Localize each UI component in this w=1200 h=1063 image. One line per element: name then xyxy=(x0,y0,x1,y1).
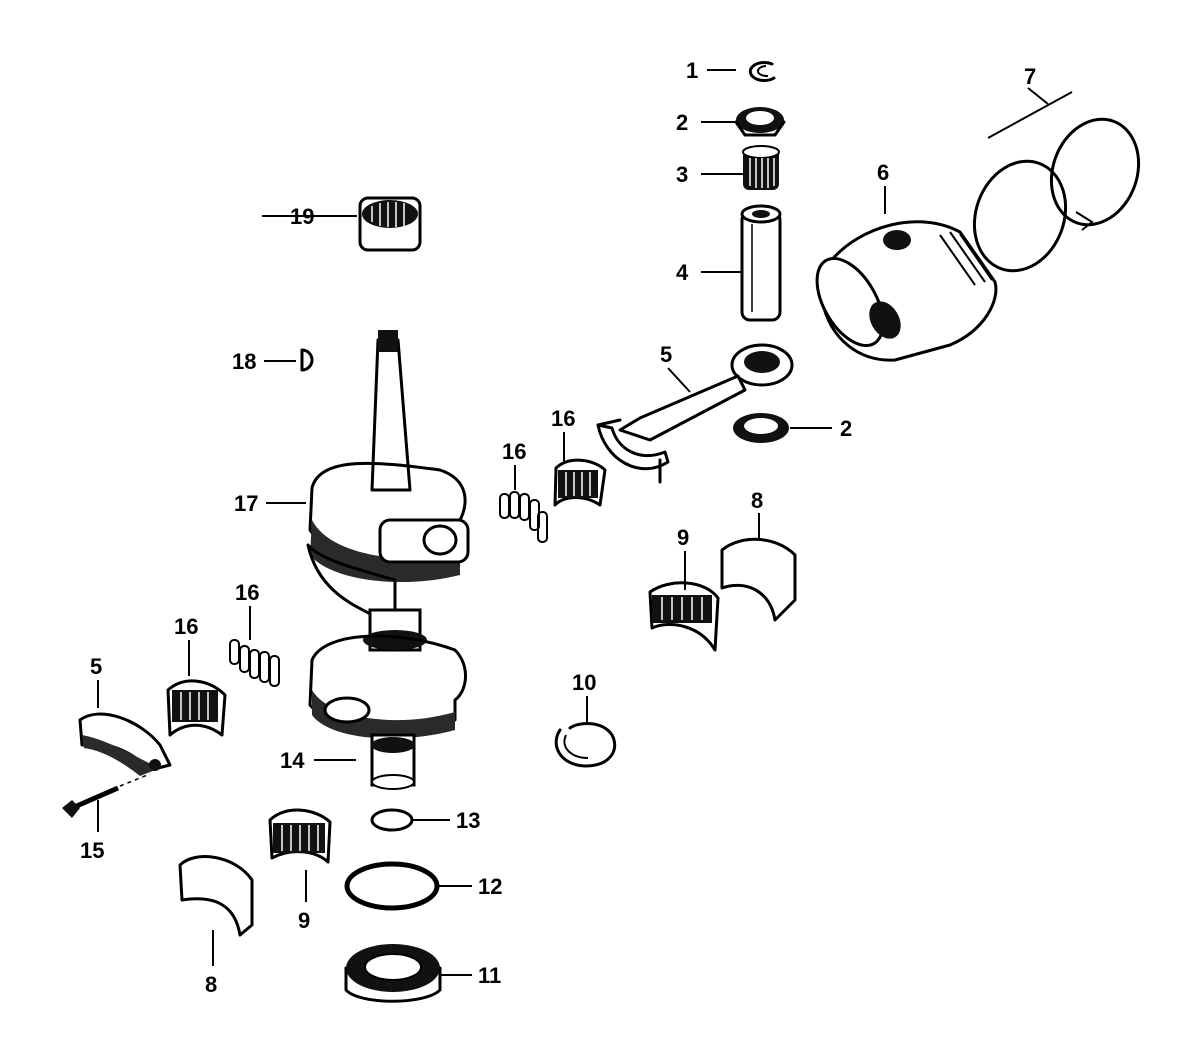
callout-16-rollers-b: 16 xyxy=(235,580,259,605)
callout-7: 7 xyxy=(1024,64,1036,89)
callout-8-lower: 8 xyxy=(205,972,217,997)
part-9-needle-cage-lower xyxy=(268,808,332,864)
callout-14: 14 xyxy=(280,748,305,773)
part-16-needle-rollers-b xyxy=(229,639,280,687)
callout-15: 15 xyxy=(80,838,104,863)
part-16-needle-rollers-a xyxy=(499,491,548,543)
part-17-crankshaft xyxy=(306,330,470,790)
callout-2-lower: 2 xyxy=(840,416,852,441)
part-6-piston xyxy=(815,220,998,362)
part-16-needle-cage-a xyxy=(553,458,607,507)
part-19-main-bearing xyxy=(358,196,422,252)
part-2-washer-top xyxy=(734,107,786,137)
part-9-needle-cage-upper xyxy=(648,581,720,652)
callout-12: 12 xyxy=(478,874,502,899)
leader-lines xyxy=(97,69,1073,976)
callout-2-top: 2 xyxy=(676,110,688,135)
callout-9-upper: 9 xyxy=(677,525,689,550)
part-2-washer-lower xyxy=(733,413,789,443)
callout-1: 1 xyxy=(686,58,698,83)
part-16-needle-cage-b xyxy=(166,679,227,737)
part-8-bearing-shell-upper xyxy=(720,537,797,622)
part-4-piston-pin xyxy=(740,204,782,322)
part-12-o-ring-large xyxy=(344,861,440,911)
part-13-o-ring xyxy=(370,808,414,832)
callout-16-rollers-a: 16 xyxy=(502,439,526,464)
part-11-oil-seal xyxy=(344,944,442,1003)
part-8-bearing-shell-lower xyxy=(178,855,254,937)
part-15-bolt xyxy=(62,773,151,818)
callout-13: 13 xyxy=(456,808,480,833)
part-1-retaining-ring xyxy=(748,61,776,82)
callout-10: 10 xyxy=(572,670,596,695)
part-3-needle-bearing xyxy=(742,145,780,190)
callout-17: 17 xyxy=(234,491,258,516)
part-5-connecting-rod xyxy=(596,343,794,484)
callout-8-upper: 8 xyxy=(751,488,763,513)
callout-16-cage-a: 16 xyxy=(551,406,575,431)
callout-3: 3 xyxy=(676,162,688,187)
callout-9-lower: 9 xyxy=(298,908,310,933)
part-7-piston-rings xyxy=(972,117,1141,273)
callout-11: 11 xyxy=(478,963,501,988)
callout-4: 4 xyxy=(676,260,689,285)
callout-16-cage-b: 16 xyxy=(174,614,198,639)
part-5-rod-cap xyxy=(78,712,172,776)
callout-18: 18 xyxy=(232,349,256,374)
part-18-woodruff-key xyxy=(300,348,314,372)
callout-5-rod: 5 xyxy=(660,342,672,367)
callout-19: 19 xyxy=(290,204,314,229)
callout-6: 6 xyxy=(877,160,889,185)
callout-5-cap: 5 xyxy=(90,654,102,679)
part-10-snap-ring xyxy=(554,722,617,768)
